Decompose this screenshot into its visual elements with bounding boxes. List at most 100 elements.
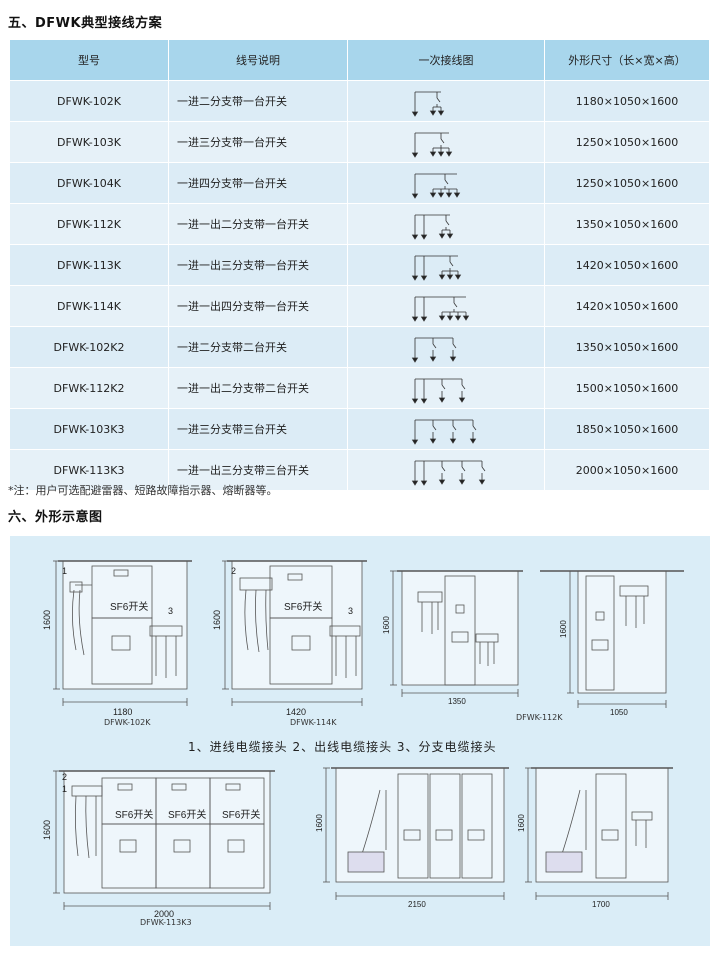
model-cell: DFWK-103K xyxy=(10,121,169,163)
single-line-diagram xyxy=(411,378,466,404)
model-cell: DFWK-113K3 xyxy=(10,449,169,490)
fig2-width: 1420 xyxy=(286,707,306,717)
description-cell: 一进一出三分支带一台开关 xyxy=(168,244,348,286)
fig1-height: 1600 xyxy=(42,610,52,630)
drawing-dfwk-113k3 xyxy=(53,770,275,910)
dimensions-cell: 1180×1050×1600 xyxy=(544,80,710,122)
drawing-dfwk-112k xyxy=(390,570,523,697)
single-line-diagram xyxy=(411,173,461,199)
fig3-height: 1600 xyxy=(382,616,391,634)
dimensions-cell: 1350×1050×1600 xyxy=(544,326,710,368)
model-cell: DFWK-113K xyxy=(10,244,169,286)
section-6-title: 六、外形示意图 xyxy=(8,510,103,525)
description-cell: 一进一出二分支带一台开关 xyxy=(168,203,348,245)
fig5-switch-label-1: SF6开关 xyxy=(115,808,153,821)
dimensions-cell: 1250×1050×1600 xyxy=(544,121,710,163)
fig5-switch-label-2: SF6开关 xyxy=(168,808,206,821)
diagram-cell xyxy=(347,285,545,327)
fig7-height: 1600 xyxy=(517,814,526,832)
fig6-height: 1600 xyxy=(315,814,324,832)
fig6-width: 2150 xyxy=(408,900,426,909)
fig5-callout-2: 2 xyxy=(62,772,67,782)
fig5-caption: DFWK-113K3 xyxy=(140,918,192,927)
dimensions-cell: 1350×1050×1600 xyxy=(544,203,710,245)
dimensions-cell: 1250×1050×1600 xyxy=(544,162,710,204)
fig2-switch-label: SF6开关 xyxy=(284,600,322,613)
callout-legend: 1、进线电缆接头 2、出线电缆接头 3、分支电缆接头 xyxy=(188,740,497,754)
fig2-caption: DFWK-114K xyxy=(290,718,337,727)
model-cell: DFWK-102K xyxy=(10,80,169,122)
description-cell: 一进三分支带三台开关 xyxy=(168,408,348,450)
table-header-row: 型号 线号说明 一次接线图 外形尺寸（长×宽×高） xyxy=(10,40,710,81)
fig3-caption: DFWK-112K xyxy=(516,713,563,722)
fig4-height: 1600 xyxy=(559,620,568,638)
fig1-width: 1180 xyxy=(113,707,132,717)
single-line-diagram xyxy=(411,214,454,240)
fig2-height: 1600 xyxy=(212,610,222,630)
dimensions-cell: 1420×1050×1600 xyxy=(544,244,710,286)
description-cell: 一进三分支带一台开关 xyxy=(168,121,348,163)
single-line-diagram xyxy=(411,419,477,445)
dimensions-cell: 1500×1050×1600 xyxy=(544,367,710,409)
single-line-diagram xyxy=(411,337,457,363)
dimensions-cell: 2000×1050×1600 xyxy=(544,449,710,490)
diagram-cell xyxy=(347,244,545,286)
model-cell: DFWK-112K xyxy=(10,203,169,245)
drawing-dfwk-102k xyxy=(53,560,192,706)
fig5-height: 1600 xyxy=(42,820,52,840)
header-diagram: 一次接线图 xyxy=(347,40,545,81)
description-cell: 一进一出二分支带二台开关 xyxy=(168,367,348,409)
model-cell: DFWK-114K xyxy=(10,285,169,327)
header-model: 型号 xyxy=(10,40,169,81)
diagram-cell xyxy=(347,121,545,163)
drawing-1700-cabinet xyxy=(525,767,673,900)
dimensions-cell: 1850×1050×1600 xyxy=(544,408,710,450)
fig5-callout-1: 1 xyxy=(62,784,67,794)
diagram-cell xyxy=(347,367,545,409)
fig2-callout-2: 2 xyxy=(231,566,236,576)
fig1-caption: DFWK-102K xyxy=(104,718,151,727)
diagram-cell xyxy=(347,408,545,450)
description-cell: 一进一出三分支带三台开关 xyxy=(168,449,348,490)
description-cell: 一进二分支带二台开关 xyxy=(168,326,348,368)
diagram-cell xyxy=(347,326,545,368)
diagram-cell xyxy=(347,449,545,490)
description-cell: 一进二分支带一台开关 xyxy=(168,80,348,122)
dimensions-cell: 1420×1050×1600 xyxy=(544,285,710,327)
single-line-diagram xyxy=(411,91,445,117)
fig5-switch-label-3: SF6开关 xyxy=(222,808,260,821)
fig3-width: 1350 xyxy=(448,697,466,706)
fig1-callout-3: 3 xyxy=(168,606,173,616)
model-cell: DFWK-102K2 xyxy=(10,326,169,368)
fig1-switch-label: SF6开关 xyxy=(110,600,148,613)
fig7-width: 1700 xyxy=(592,900,610,909)
model-cell: DFWK-103K3 xyxy=(10,408,169,450)
fig2-callout-3: 3 xyxy=(348,606,353,616)
header-description: 线号说明 xyxy=(168,40,348,81)
fig5-width: 2000 xyxy=(154,909,174,919)
drawing-1050-cabinet xyxy=(540,570,684,708)
diagram-cell xyxy=(347,80,545,122)
table-note: *注：用户可选配避雷器、短路故障指示器、熔断器等。 xyxy=(8,484,278,497)
fig4-width: 1050 xyxy=(610,708,628,717)
drawing-dfwk-114k xyxy=(222,560,367,706)
model-cell: DFWK-112K2 xyxy=(10,367,169,409)
diagram-cell xyxy=(347,203,545,245)
single-line-diagram xyxy=(411,255,462,281)
description-cell: 一进四分支带一台开关 xyxy=(168,162,348,204)
single-line-diagram xyxy=(411,460,486,486)
single-line-diagram xyxy=(411,132,453,158)
section-5-title: 五、DFWK典型接线方案 xyxy=(8,16,163,31)
diagram-cell xyxy=(347,162,545,204)
drawing-2150-cabinet xyxy=(323,767,509,900)
model-cell: DFWK-104K xyxy=(10,162,169,204)
